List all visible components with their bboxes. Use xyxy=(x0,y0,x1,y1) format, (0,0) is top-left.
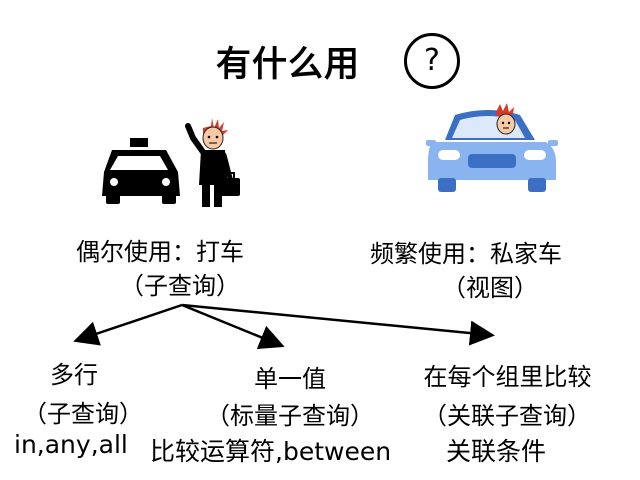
branch-usage-correlated: 关联条件 xyxy=(446,437,547,466)
branch-title-multirow: 多行 xyxy=(50,361,98,389)
right-usage-sub-label: （视图） xyxy=(442,274,538,302)
blue-car-icon xyxy=(426,103,558,192)
branch-usage-single-value: 比较运算符,between xyxy=(150,437,392,466)
branch-usage-multirow: in,any,all xyxy=(14,430,128,459)
person-with-suitcase-icon xyxy=(185,118,240,207)
question-mark-icon: ? xyxy=(404,33,460,89)
arrow-to-correlated xyxy=(181,303,495,346)
arrow-to-multirow xyxy=(73,303,183,346)
driver-face-icon xyxy=(496,103,516,135)
right-usage-label: 频繁使用：私家车 xyxy=(370,240,562,268)
left-usage-label: 偶尔使用：打车 xyxy=(76,238,244,266)
page-title: 有什么用 xyxy=(216,45,361,85)
branch-sub-multirow: （子查询） xyxy=(23,400,143,428)
question-mark-text: ? xyxy=(424,43,440,78)
branch-sub-correlated: （关联子查询） xyxy=(423,402,591,430)
taxi-icon xyxy=(102,138,180,204)
branch-sub-single-value: （标量子查询） xyxy=(206,402,374,430)
arrow-to-single-value xyxy=(181,303,285,350)
left-usage-sub-label: （子查询） xyxy=(120,272,240,300)
branch-title-correlated: 在每个组里比较 xyxy=(423,363,592,391)
branch-arrows xyxy=(73,303,495,350)
branch-title-single-value: 单一值 xyxy=(254,365,326,393)
